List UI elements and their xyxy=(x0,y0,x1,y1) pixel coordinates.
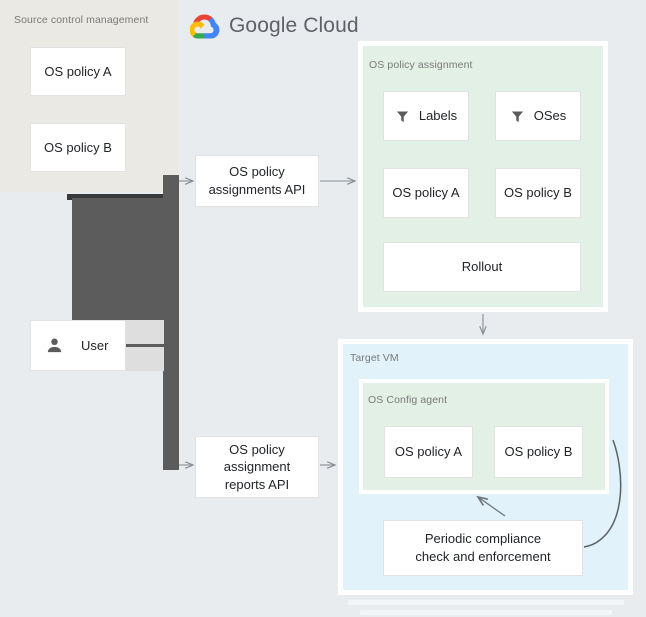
assignment-filter-labels-box[interactable]: Labels xyxy=(383,91,469,141)
scm-os-policy-a-box[interactable]: OS policy A xyxy=(30,47,126,96)
google-cloud-logo-icon xyxy=(190,14,220,39)
connector-vertical-bar xyxy=(163,175,179,470)
scm-os-policy-b-box[interactable]: OS policy B xyxy=(30,123,126,172)
source-control-management-label: Source control management xyxy=(14,14,149,26)
agent-os-policy-a-box[interactable]: OS policy A xyxy=(384,426,473,478)
person-icon xyxy=(47,338,62,353)
periodic-compliance-label: Periodic compliance check and enforcemen… xyxy=(415,531,551,564)
assignment-filter-labels-label: Labels xyxy=(418,108,458,124)
agent-os-policy-b-box[interactable]: OS policy B xyxy=(494,426,583,478)
assignment-os-policy-a-label: OS policy A xyxy=(392,185,460,201)
os-policy-assignment-reports-api-box[interactable]: OS policy assignment reports API xyxy=(195,436,319,498)
os-policy-assignment-reports-api-label: OS policy assignment reports API xyxy=(223,441,291,492)
assignment-rollout-label: Rollout xyxy=(461,259,503,275)
vm-stack-line-1 xyxy=(348,600,624,605)
os-policy-assignments-api-box[interactable]: OS policy assignments API xyxy=(195,155,319,207)
connector-top-edge xyxy=(67,194,164,200)
google-cloud-brand-lockup: Google Cloud xyxy=(190,13,359,39)
filter-funnel-icon xyxy=(511,111,523,122)
periodic-compliance-box[interactable]: Periodic compliance check and enforcemen… xyxy=(383,520,583,576)
os-config-agent-label: OS Config agent xyxy=(368,394,448,406)
os-policy-assignment-label: OS policy assignment xyxy=(369,59,473,71)
assignment-rollout-box[interactable]: Rollout xyxy=(383,242,581,292)
filter-funnel-icon xyxy=(396,111,408,122)
google-cloud-wordmark: Google Cloud xyxy=(229,14,359,38)
assignment-filter-oses-box[interactable]: OSes xyxy=(495,91,581,141)
brand-name-second: Cloud xyxy=(303,14,359,37)
target-vm-label: Target VM xyxy=(350,352,399,364)
vm-stack-line-2 xyxy=(360,610,612,615)
user-box[interactable]: User xyxy=(30,320,126,371)
assignment-os-policy-b-box[interactable]: OS policy B xyxy=(495,168,581,218)
assignment-os-policy-a-box[interactable]: OS policy A xyxy=(383,168,469,218)
user-label: User xyxy=(81,337,109,353)
agent-os-policy-b-label: OS policy B xyxy=(504,444,573,460)
assignment-filter-oses-label: OSes xyxy=(533,108,567,124)
scm-os-policy-b-label: OS policy B xyxy=(44,139,112,155)
scm-os-policy-a-label: OS policy A xyxy=(44,63,112,79)
brand-name-first: Google xyxy=(229,14,298,37)
connector-block xyxy=(72,198,164,330)
user-box-extension-divider xyxy=(125,344,164,347)
agent-os-policy-a-label: OS policy A xyxy=(394,444,463,460)
assignment-os-policy-b-label: OS policy B xyxy=(504,185,572,201)
os-policy-assignments-api-label: OS policy assignments API xyxy=(208,164,306,197)
